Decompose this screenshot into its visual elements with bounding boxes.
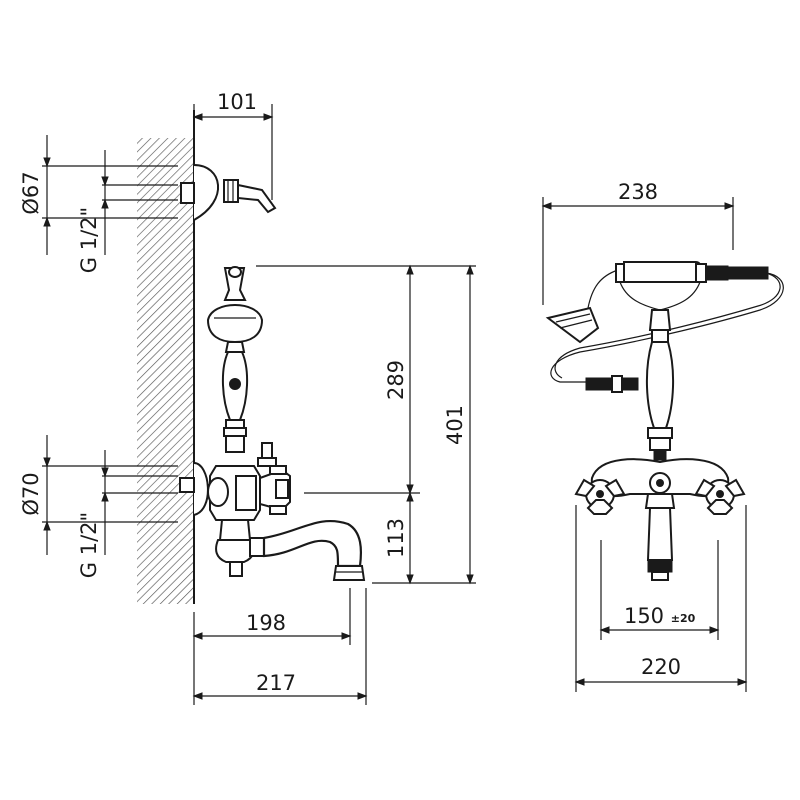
dim-lower-inlet: Ø70 G 1/2" xyxy=(19,435,178,578)
handset xyxy=(545,261,784,393)
dim-wall-offset: 101 xyxy=(192,90,274,200)
side-view: 101 Ø67 G 1/2" xyxy=(19,90,476,705)
mixer-side-body xyxy=(179,266,366,581)
dim-centers-tolerance: ±20 xyxy=(671,612,696,625)
mixer-front-column xyxy=(574,309,746,581)
dim-lower-thread-label: G 1/2" xyxy=(77,512,101,578)
dim-height-spout-label: 113 xyxy=(384,518,408,558)
dim-handset-width-label: 238 xyxy=(618,180,658,204)
upper-wall-bracket xyxy=(180,164,277,221)
dim-centers: 150 ±20 xyxy=(599,540,720,640)
dim-height-upper-label: 289 xyxy=(384,360,408,400)
dim-depths: 198 217 xyxy=(192,588,368,705)
dim-depth-spout-label: 198 xyxy=(246,611,286,635)
dim-lower-diameter-label: Ø70 xyxy=(19,472,43,515)
dim-total-width: 220 xyxy=(574,505,748,692)
dim-centers-label: 150 xyxy=(624,604,664,628)
dim-total-width-label: 220 xyxy=(641,655,681,679)
dim-heights: 289 401 113 xyxy=(256,264,476,585)
dim-wall-offset-label: 101 xyxy=(217,90,257,114)
dim-upper-diameter-label: Ø67 xyxy=(19,171,43,214)
dim-handset-width: 238 xyxy=(541,180,735,305)
dim-upper-inlet: Ø67 G 1/2" xyxy=(19,135,178,273)
dim-upper-thread-label: G 1/2" xyxy=(77,207,101,273)
front-view: 238 xyxy=(541,180,784,692)
wall-hatching xyxy=(137,138,193,604)
dim-height-total-label: 401 xyxy=(443,405,467,445)
dim-depth-total-label: 217 xyxy=(256,671,296,695)
